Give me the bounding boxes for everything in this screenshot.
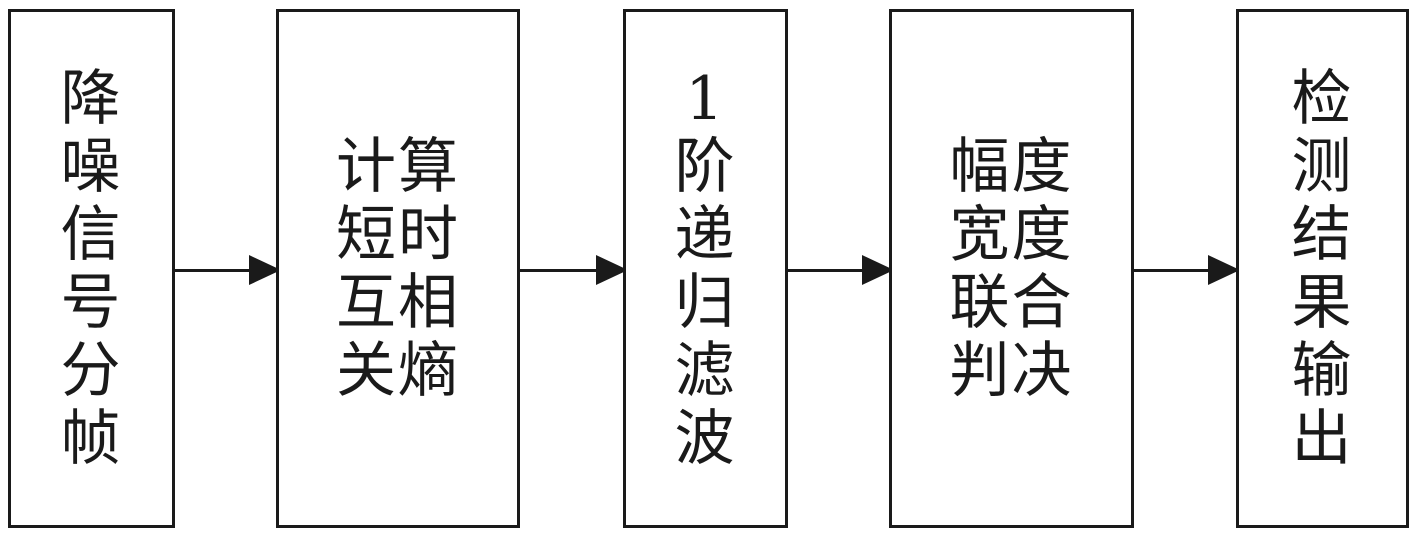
arrow-head-icon [1208, 255, 1240, 285]
arrow-filter-to-joint-decision [788, 255, 894, 285]
node-denoise-framing-label: 降 噪 信 号 分 帧 [60, 63, 123, 474]
arrow-head-icon [249, 255, 281, 285]
arrow-head-icon [862, 255, 894, 285]
node-short-time-cross-entropy: 计算 短时 互相 关熵 [276, 9, 520, 528]
node-first-order-recursive-filter: 1 阶 递 归 滤 波 [623, 9, 788, 528]
node-detection-result-output-label: 检 测 结 果 输 出 [1291, 63, 1354, 474]
node-amplitude-width-joint-decision-label: 幅度 宽度 联合 判决 [949, 131, 1074, 406]
node-detection-result-output: 检 测 结 果 输 出 [1236, 9, 1409, 528]
arrow-head-icon [596, 255, 628, 285]
node-first-order-recursive-filter-label: 1 阶 递 归 滤 波 [674, 63, 737, 474]
arrow-joint-decision-to-output [1134, 255, 1240, 285]
arrow-cross-entropy-to-filter [520, 255, 628, 285]
arrow-denoise-to-cross-entropy [175, 255, 281, 285]
node-short-time-cross-entropy-label: 计算 短时 互相 关熵 [336, 131, 460, 406]
node-amplitude-width-joint-decision: 幅度 宽度 联合 判决 [889, 9, 1134, 528]
node-denoise-framing: 降 噪 信 号 分 帧 [8, 9, 175, 528]
